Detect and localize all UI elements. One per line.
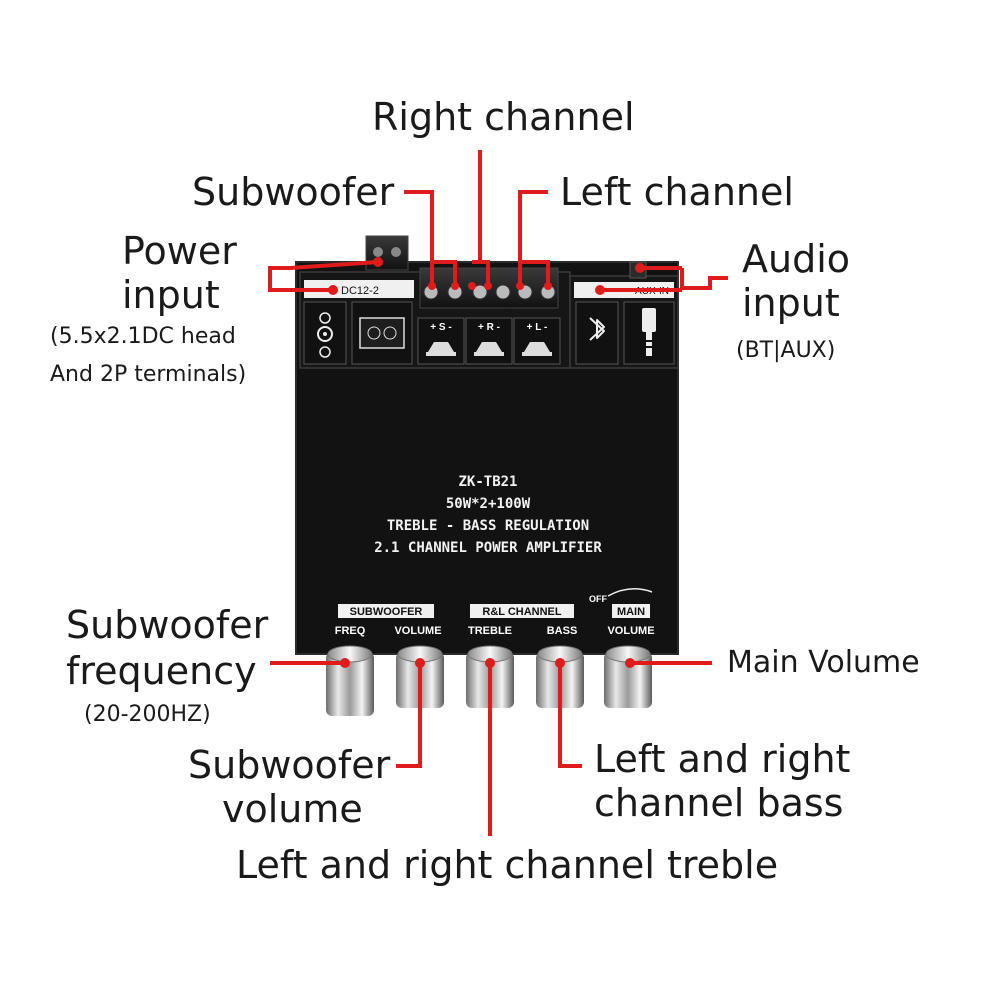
group-subwoofer-label: SUBWOOFER: [350, 606, 423, 618]
power-terminal-block: [365, 235, 409, 271]
label-sub-volume-2: volume: [222, 787, 363, 831]
label-main-volume: Main Volume: [727, 645, 920, 680]
label-audio-note: (BT|AUX): [736, 338, 836, 363]
svg-text:+ L -: + L -: [527, 322, 548, 333]
label-bass-2: channel bass: [594, 781, 844, 825]
knob-main-volume[interactable]: [604, 645, 652, 708]
label-sub-frequency-2: frequency: [66, 649, 257, 693]
label-power-note-2: And 2P terminals): [50, 362, 247, 387]
group-rl-label: R&L CHANNEL: [482, 606, 562, 618]
knob-label-main-volume: VOLUME: [607, 625, 654, 637]
knob-label-treble: TREBLE: [468, 625, 512, 637]
dc-label: DC12-2: [341, 285, 379, 297]
board-model: ZK-TB21: [458, 474, 517, 490]
label-sub-volume-1: Subwoofer: [188, 743, 391, 787]
board-line4: 2.1 CHANNEL POWER AMPLIFIER: [374, 540, 602, 556]
dc-polarity-icon: [317, 312, 333, 358]
aux-jack-icon: [642, 308, 656, 356]
speaker-panel-s: + S -: [417, 317, 465, 365]
label-audio-input-2: input: [742, 281, 840, 325]
knob-label-freq: FREQ: [335, 625, 366, 637]
label-power-input-1: Power: [122, 229, 237, 273]
svg-text:+ S -: + S -: [430, 322, 451, 333]
speaker-icon: [476, 342, 502, 352]
bluetooth-icon: [589, 317, 605, 341]
label-left-channel: Left channel: [560, 170, 794, 214]
speaker-icon: [428, 342, 454, 352]
knob-sub-frequency[interactable]: [326, 645, 374, 716]
label-treble: Left and right channel treble: [236, 843, 779, 887]
knob-label-bass: BASS: [547, 625, 578, 637]
board-line3: TREBLE - BASS REGULATION: [387, 518, 589, 534]
callout-lines: [268, 150, 728, 836]
speaker-panel-r: + R -: [465, 317, 513, 365]
label-power-input-2: input: [122, 273, 220, 317]
label-right-channel: Right channel: [372, 95, 635, 139]
label-audio-input-1: Audio: [742, 237, 851, 281]
knob-label-sub-volume: VOLUME: [394, 625, 441, 637]
off-label: OFF: [589, 594, 607, 604]
speaker-icon: [524, 342, 550, 352]
label-bass-1: Left and right: [594, 737, 851, 781]
label-subwoofer: Subwoofer: [192, 170, 395, 214]
group-main-label: MAIN: [617, 606, 645, 618]
speaker-panel-l: + L -: [513, 317, 561, 365]
board-power: 50W*2+100W: [446, 496, 531, 512]
callout-dots: [328, 257, 645, 668]
label-power-note-1: (5.5x2.1DC head: [50, 324, 236, 349]
svg-text:+ R -: + R -: [478, 322, 500, 333]
label-sub-frequency-1: Subwoofer: [66, 603, 269, 647]
label-sub-frequency-note: (20-200HZ): [84, 702, 211, 727]
